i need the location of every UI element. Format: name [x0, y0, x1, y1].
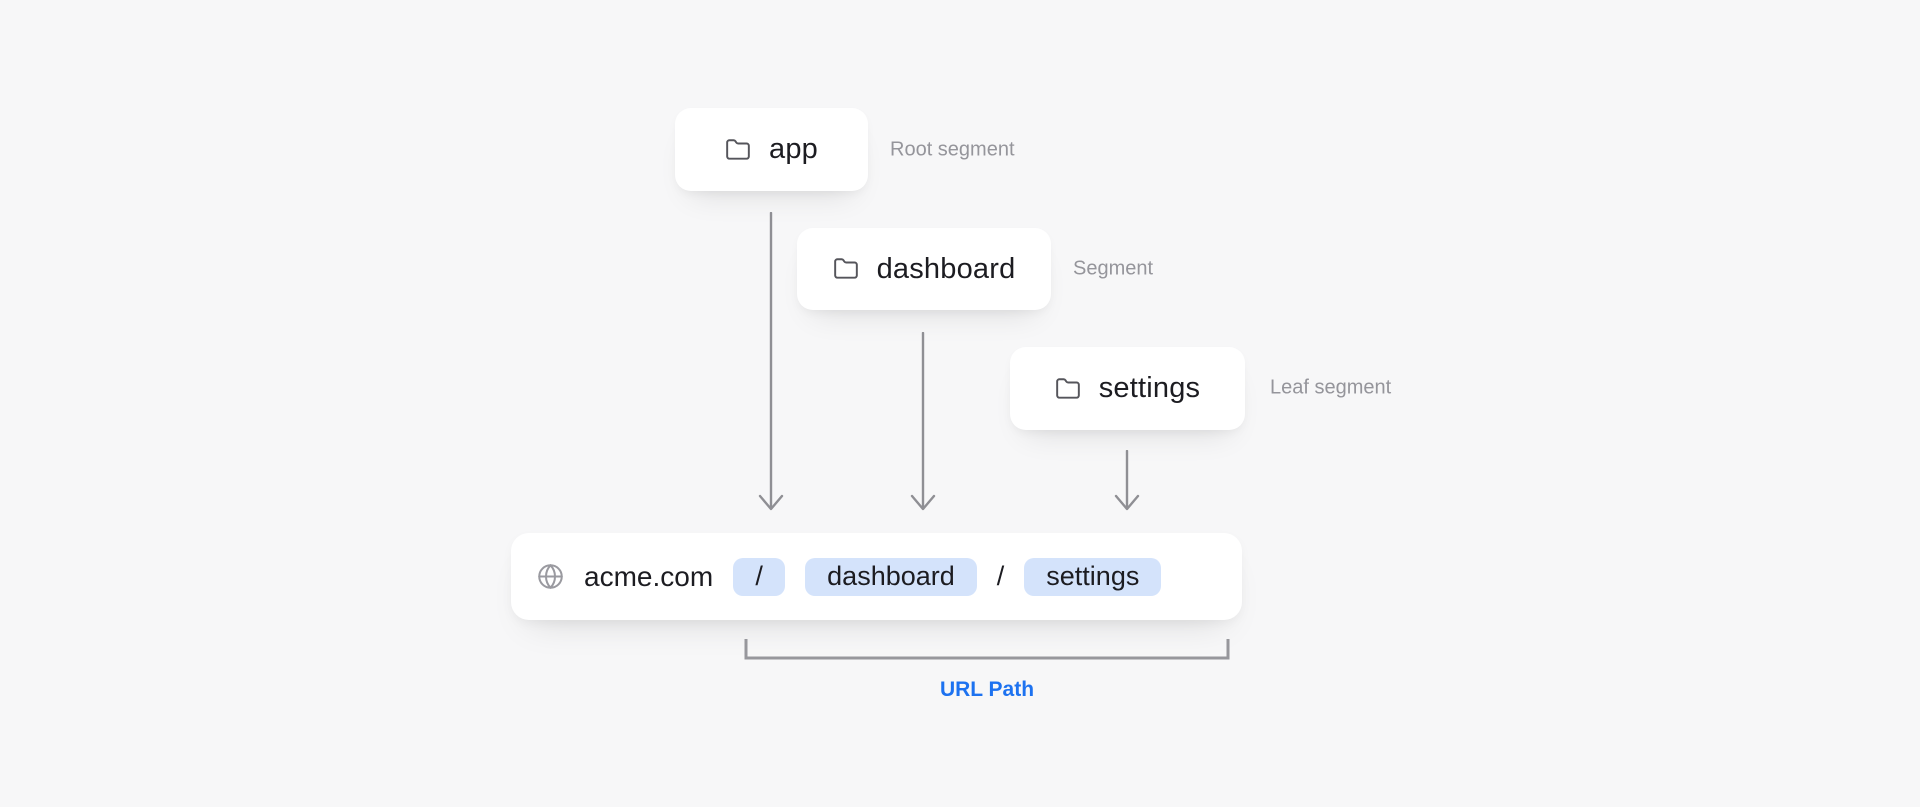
annotation-leaf-segment: Leaf segment	[1270, 376, 1392, 399]
arrow-down-icon	[1114, 450, 1140, 511]
url-segment-settings: settings	[1024, 557, 1162, 596]
globe-icon	[537, 563, 564, 590]
folder-icon	[1055, 376, 1081, 402]
arrow-down-icon	[758, 212, 784, 511]
arrow-down-icon	[910, 332, 936, 511]
annotation-segment: Segment	[1073, 257, 1154, 280]
segment-label-dashboard: dashboard	[876, 252, 1016, 285]
segment-card-dashboard: dashboard	[797, 228, 1051, 310]
segment-card-settings: settings	[1010, 347, 1245, 430]
annotation-root-segment: Root segment	[890, 138, 1015, 161]
url-path-caption: URL Path	[939, 678, 1035, 701]
url-segment-slash: /	[733, 557, 786, 596]
folder-icon	[833, 256, 859, 282]
folder-icon	[725, 137, 751, 163]
url-separator: /	[996, 561, 1005, 591]
url-segment-dashboard: dashboard	[805, 557, 977, 596]
bracket-underline	[744, 639, 1230, 660]
url-bar: acme.com / dashboard / settings	[511, 533, 1242, 620]
segment-label-app: app	[769, 133, 818, 165]
url-domain: acme.com	[584, 560, 714, 592]
segment-label-settings: settings	[1098, 372, 1201, 404]
segment-card-app: app	[675, 108, 868, 191]
